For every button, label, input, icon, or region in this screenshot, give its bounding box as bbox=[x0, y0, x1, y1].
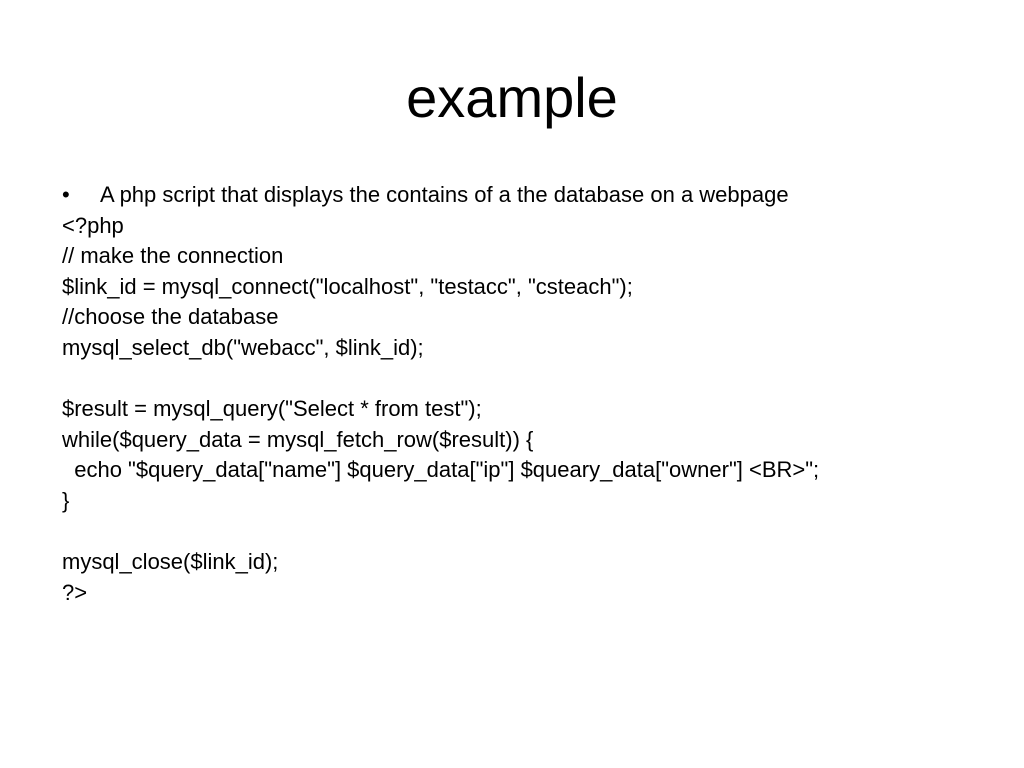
code-line: } bbox=[62, 487, 70, 513]
code-line: ?> bbox=[62, 579, 88, 605]
code-line: $link_id = mysql_connect("localhost", "t… bbox=[62, 273, 633, 299]
code-line: $result = mysql_query("Select * from tes… bbox=[62, 396, 482, 422]
slide-body: • A php script that displays the contain… bbox=[62, 180, 1002, 608]
code-line: //choose the database bbox=[62, 304, 279, 330]
code-line: while($query_data = mysql_fetch_row($res… bbox=[62, 426, 534, 452]
bullet-icon: • bbox=[62, 182, 70, 207]
slide-title: example bbox=[406, 66, 618, 129]
code-line: // make the connection bbox=[62, 243, 284, 269]
code-line-blank bbox=[62, 517, 1002, 548]
bullet-text: A php script that displays the contains … bbox=[100, 182, 789, 207]
code-line-blank bbox=[62, 364, 1002, 395]
code-line: mysql_close($link_id); bbox=[62, 549, 279, 575]
code-line: <?php bbox=[62, 212, 124, 238]
bullet-item: • A php script that displays the contain… bbox=[62, 180, 1002, 211]
code-line: echo "$query_data["name"] $query_data["i… bbox=[62, 457, 820, 483]
code-line: mysql_select_db("webacc", $link_id); bbox=[62, 334, 424, 360]
